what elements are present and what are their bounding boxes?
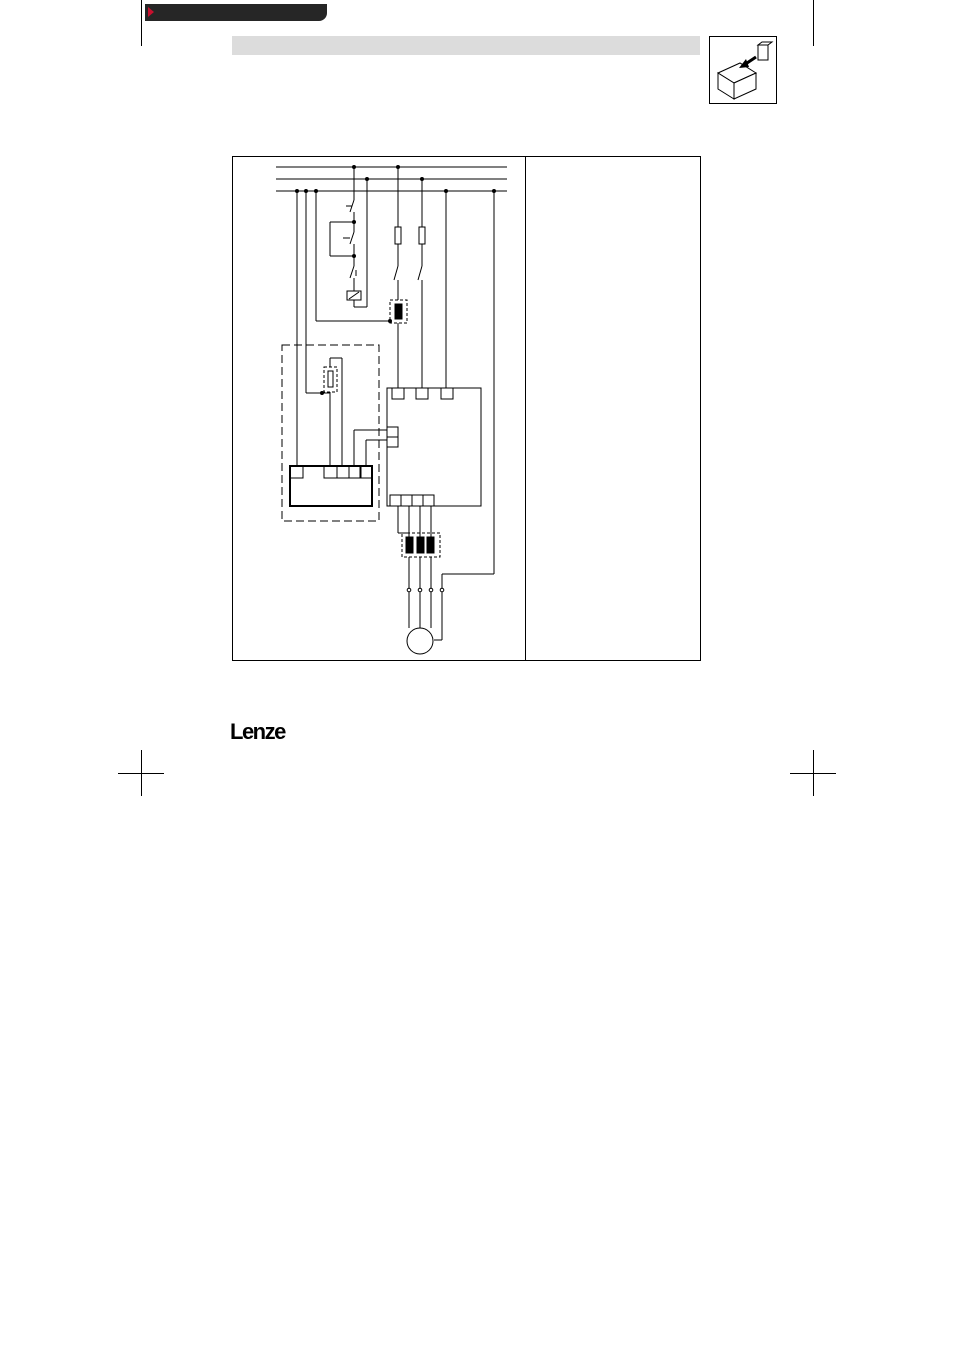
crop-mark-mid-left-h: [118, 773, 164, 774]
lenze-logo: Lenze: [230, 719, 285, 745]
wiring-diagram: [0, 0, 954, 700]
fuse-icon: [395, 227, 401, 244]
motor-icon: [407, 628, 433, 654]
fuse-icon: [419, 227, 425, 244]
crop-mark-mid-right-h: [790, 773, 836, 774]
mains-busbars: [276, 167, 507, 191]
